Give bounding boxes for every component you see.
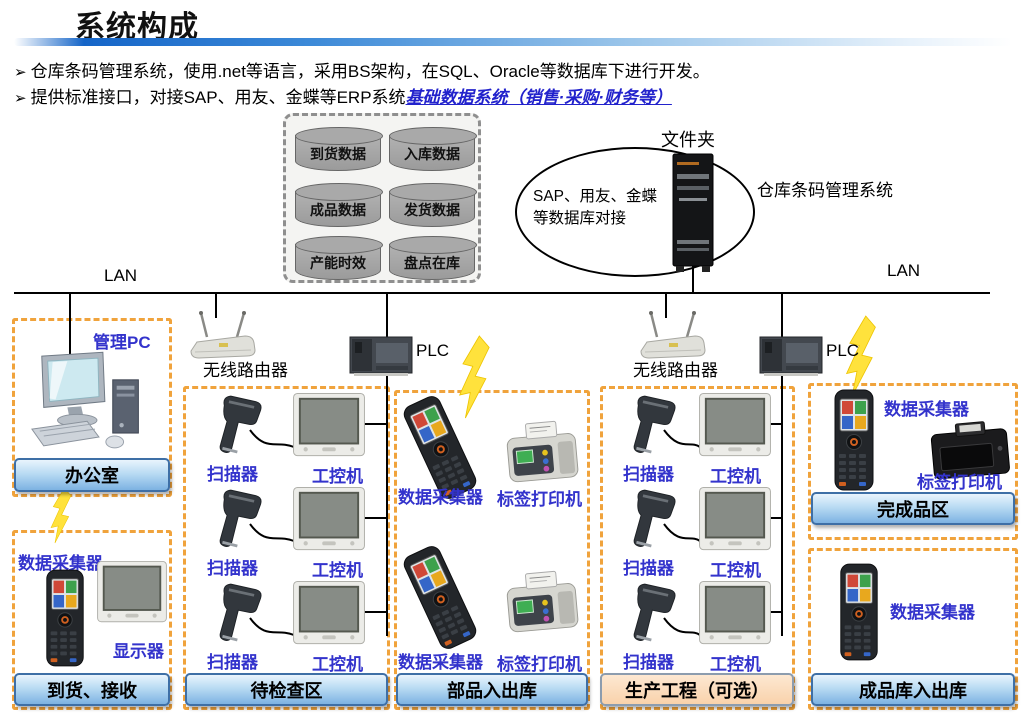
bullet-marker: ➢	[14, 90, 27, 107]
zone-parts	[394, 390, 590, 710]
collector-label: 数据采集器	[890, 603, 975, 622]
label-printer-image	[502, 565, 581, 637]
scanner-label: 扫描器	[207, 465, 258, 484]
system-label: 仓库条码管理系统	[757, 181, 893, 200]
printer-label: 标签打印机	[917, 473, 1002, 492]
scanner-image	[629, 390, 683, 460]
collector-label: 数据采集器	[398, 488, 483, 507]
finished-button[interactable]: 完成品区	[811, 492, 1015, 525]
zone-production	[600, 386, 795, 710]
zone-warehouse	[808, 548, 1018, 710]
zone-finished	[808, 383, 1018, 540]
lan-label-left: LAN	[104, 266, 138, 285]
db-cylinder: 盘点在库	[389, 236, 477, 280]
office-button[interactable]: 办公室	[14, 458, 170, 492]
folder-label: 文件夹	[661, 130, 715, 150]
industrial-pc-image	[698, 580, 772, 648]
ipc-label: 工控机	[710, 561, 761, 580]
ipc-label: 工控机	[312, 561, 363, 580]
data-collector-image	[42, 568, 88, 668]
plc-label: PLC	[416, 341, 450, 360]
server-tower-image	[666, 152, 720, 274]
plc-label: PLC	[826, 341, 860, 360]
db-cylinder: 到货数据	[295, 127, 383, 171]
arrival-button[interactable]: 到货、接收	[14, 673, 170, 706]
db-cylinder: 发货数据	[389, 183, 477, 227]
zone-arrival	[12, 530, 172, 710]
title-divider	[14, 38, 1012, 46]
bullet-2: ➢提供标准接口，对接SAP、用友、金蝶等ERP系统基础数据系统（销售·采购·财务…	[14, 83, 672, 108]
db-cylinder: 成品数据	[295, 183, 383, 227]
scanner-label: 扫描器	[207, 653, 258, 672]
plc-image	[348, 329, 414, 379]
lightning-bolt-icon	[845, 315, 876, 397]
ipc-label: 工控机	[710, 655, 761, 674]
lightning-bolt-icon	[50, 487, 72, 544]
zone-inspection	[183, 386, 390, 710]
cloud-text: SAP、用友、金蝶 等数据库对接	[533, 188, 658, 227]
industrial-pc-image	[698, 486, 772, 554]
data-collector-image	[836, 562, 882, 662]
production-button[interactable]: 生产工程（可选）	[600, 673, 794, 706]
industrial-pc-image	[292, 486, 366, 554]
collector-label: 数据采集器	[18, 554, 103, 573]
bullet-1: ➢仓库条码管理系统，使用.net等语言，采用BS架构，在SQL、Oracle等数…	[14, 57, 710, 82]
scanner-image	[215, 578, 269, 648]
printer-label: 标签打印机	[497, 655, 582, 674]
lightning-bolt-icon	[458, 335, 490, 419]
lan-label-right: LAN	[887, 261, 921, 280]
collector-label: 数据采集器	[398, 653, 483, 672]
collector-label: 数据采集器	[884, 400, 969, 419]
ipc-label: 工控机	[710, 467, 761, 486]
warehouse-button[interactable]: 成品库入出库	[811, 673, 1015, 706]
inspection-button[interactable]: 待检查区	[185, 673, 388, 706]
base-data-system-link[interactable]: 基础数据系统（销售·采购·财务等）	[405, 88, 672, 107]
scanner-image	[215, 484, 269, 554]
bullet-2-text: 提供标准接口，对接SAP、用友、金蝶等ERP系统	[30, 88, 406, 107]
router-label: 无线路由器	[203, 361, 288, 380]
database-cloud-ellipse	[515, 147, 755, 277]
scanner-image	[215, 390, 269, 460]
scanner-image	[629, 484, 683, 554]
scanner-label: 扫描器	[623, 559, 674, 578]
industrial-pc-image	[698, 392, 772, 460]
db-cylinder: 产能时效	[295, 236, 383, 280]
router-label: 无线路由器	[633, 361, 718, 380]
printer-label: 标签打印机	[497, 490, 582, 509]
scanner-image	[629, 578, 683, 648]
ipc-label: 工控机	[312, 467, 363, 486]
db-cylinder: 入库数据	[389, 127, 477, 171]
zone-office	[12, 318, 172, 497]
display-label: 显示器	[113, 642, 164, 661]
ipc-label: 工控机	[312, 655, 363, 674]
label-printer-image	[502, 415, 581, 487]
wireless-router-image	[187, 310, 259, 362]
industrial-pc-image	[292, 392, 366, 460]
parts-button[interactable]: 部品入出库	[396, 673, 588, 706]
data-collector-image	[830, 388, 878, 492]
display-monitor-image	[96, 560, 168, 626]
scanner-label: 扫描器	[623, 465, 674, 484]
bullet-1-text: 仓库条码管理系统，使用.net等语言，采用BS架构，在SQL、Oracle等数据…	[30, 62, 710, 81]
scanner-label: 扫描器	[623, 653, 674, 672]
scanner-label: 扫描器	[207, 559, 258, 578]
wireless-router-image	[637, 310, 709, 362]
admin-pc-label: 管理PC	[93, 333, 151, 352]
desktop-pc-image	[26, 350, 164, 454]
bullet-marker: ➢	[14, 64, 27, 81]
plc-image	[758, 329, 824, 379]
industrial-pc-image	[292, 580, 366, 648]
